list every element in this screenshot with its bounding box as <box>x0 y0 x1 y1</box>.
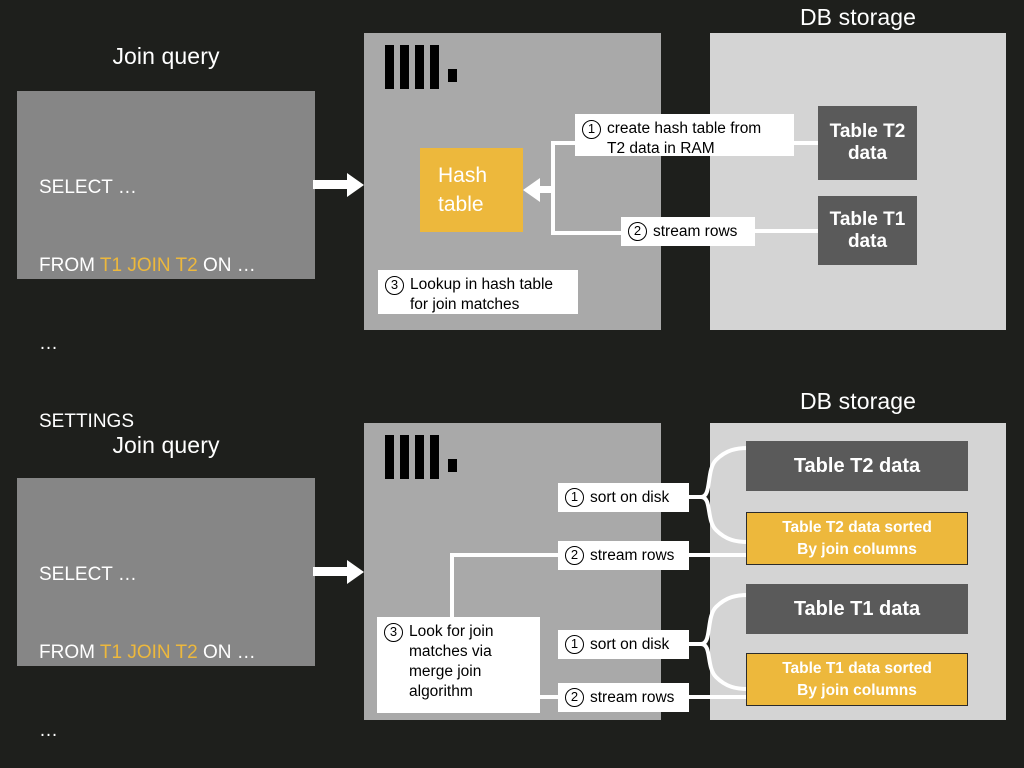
top-query-from: FROM <box>39 255 100 276</box>
bottom-query-line-3: … <box>39 720 58 741</box>
top-hash-table-box: Hash table <box>420 148 523 232</box>
bottom-callout-5-number: 2 <box>565 688 584 707</box>
bottom-query-from: FROM <box>39 642 100 663</box>
bottom-callout-4-sort-on-disk-t1: 1 sort on disk <box>558 630 689 659</box>
top-storage-panel <box>710 33 1006 330</box>
bottom-join-query-title: Join query <box>112 432 220 458</box>
top-callout-3-text: Lookup in hash table for join matches <box>410 276 554 313</box>
bottom-table-t1-data-chip: Table T1 data <box>746 584 968 634</box>
bottom-line-stream-rows-t2-vertical <box>450 553 454 619</box>
top-query-line-4: SETTINGS <box>39 411 135 432</box>
top-callout-2-number: 2 <box>628 222 647 241</box>
top-table-t1-chip: Table T1 data <box>818 196 917 265</box>
bottom-table-t1-sorted-chip: Table T1 data sorted By join columns <box>746 653 968 706</box>
top-line-callout2-stub <box>551 231 623 235</box>
top-query-line-2: FROM T1 JOIN T2 ON … <box>39 253 256 279</box>
bottom-query-join-expr: T1 JOIN T2 <box>99 642 198 663</box>
top-query-to-engine-arrow-head <box>347 172 364 197</box>
top-query-line-1: SELECT … <box>39 177 137 198</box>
bottom-table-t2-sorted-label: Table T2 data sorted By join columns <box>782 518 932 558</box>
bottom-callout-5-text: stream rows <box>590 688 675 706</box>
top-callout-3-number: 3 <box>385 276 404 295</box>
bottom-query-to-engine-arrow-shaft <box>313 567 349 576</box>
top-hash-table-line-2: table <box>438 193 484 216</box>
top-line-into-hash-shaft <box>540 186 554 193</box>
bottom-callout-3-text: Look for join matches via merge join alg… <box>409 623 494 700</box>
bottom-callout-4-number: 1 <box>565 635 584 654</box>
top-line-hash-vertical <box>551 141 555 191</box>
bottom-callout-1-sort-on-disk-t2: 1 sort on disk <box>558 483 689 512</box>
top-query-box: SELECT … FROM T1 JOIN T2 ON … … SETTINGS… <box>17 91 315 510</box>
bottom-line-stream-rows-t2-left <box>450 553 560 557</box>
bottom-table-t1-sorted-label: Table T1 data sorted By join columns <box>782 659 932 699</box>
bottom-callout-2-number: 2 <box>565 546 584 565</box>
bottom-callout-1-text: sort on disk <box>590 488 670 506</box>
bottom-table-t2-sorted-chip: Table T2 data sorted By join columns <box>746 512 968 565</box>
bottom-table-t2-data-label: Table T2 data <box>793 455 921 477</box>
top-db-storage-title: DB storage <box>799 4 917 30</box>
top-query-join-expr: T1 JOIN T2 <box>99 255 198 276</box>
top-table-t2-label: Table T2 data <box>829 121 906 164</box>
bottom-query-line-2: FROM T1 JOIN T2 ON … <box>39 640 256 666</box>
bottom-table-t2-data-chip: Table T2 data <box>746 441 968 491</box>
top-callout-2: 2 stream rows <box>621 217 755 246</box>
bottom-line-stream-rows-t1-left <box>540 695 565 699</box>
bottom-query-line-1: SELECT … <box>39 564 137 585</box>
bottom-callout-2-stream-rows-t2: 2 stream rows <box>558 541 689 570</box>
top-join-query-title: Join query <box>112 43 220 69</box>
bottom-table-t1-data-label: Table T1 data <box>793 598 921 620</box>
bottom-callout-4-text: sort on disk <box>590 635 670 653</box>
top-line-t1-to-callout2 <box>755 229 818 233</box>
top-callout-1: 1 create hash table from T2 data in RAM <box>575 114 794 157</box>
bottom-query-text: SELECT … FROM T1 JOIN T2 ON … … SETTINGS… <box>39 510 256 768</box>
bottom-query-on: ON … <box>197 642 256 663</box>
top-table-t1-label: Table T1 data <box>829 208 906 252</box>
clickhouse-logo <box>385 435 465 479</box>
top-callout-2-text: stream rows <box>653 222 738 240</box>
bottom-callout-3-number: 3 <box>384 623 403 642</box>
top-callout-3: 3 Lookup in hash table for join matches <box>378 270 578 314</box>
bottom-query-box: SELECT … FROM T1 JOIN T2 ON … … SETTINGS… <box>17 478 315 741</box>
top-query-to-engine-arrow-shaft <box>313 180 349 189</box>
top-query-line-3: … <box>39 333 58 354</box>
bottom-line-stream-rows-t2 <box>689 553 749 557</box>
top-line-t2-to-callout1 <box>794 141 818 145</box>
top-query-on: ON … <box>197 255 256 276</box>
bottom-line-stream-rows-t1 <box>689 695 749 699</box>
top-callout-1-number: 1 <box>582 120 601 139</box>
top-table-t2-chip: Table T2 data <box>818 106 917 180</box>
bottom-callout-2-text: stream rows <box>590 546 675 564</box>
top-into-hash-arrow-head <box>523 177 540 202</box>
top-callout-1-text: create hash table from T2 data in RAM <box>607 120 762 157</box>
bottom-db-storage-title: DB storage <box>799 388 917 414</box>
bottom-callout-5-stream-rows-t1: 2 stream rows <box>558 683 689 712</box>
bottom-line-sort-disk-t1-stub <box>689 642 701 646</box>
clickhouse-logo <box>385 45 465 89</box>
top-hash-table-line-1: Hash <box>438 164 488 187</box>
bottom-callout-1-number: 1 <box>565 488 584 507</box>
bottom-line-sort-disk-t2-stub <box>689 495 701 499</box>
bottom-callout-3-merge-join: 3 Look for join matches via merge join a… <box>377 617 540 713</box>
bottom-query-to-engine-arrow-head <box>347 559 364 584</box>
top-line-callout1-stub <box>551 141 579 145</box>
